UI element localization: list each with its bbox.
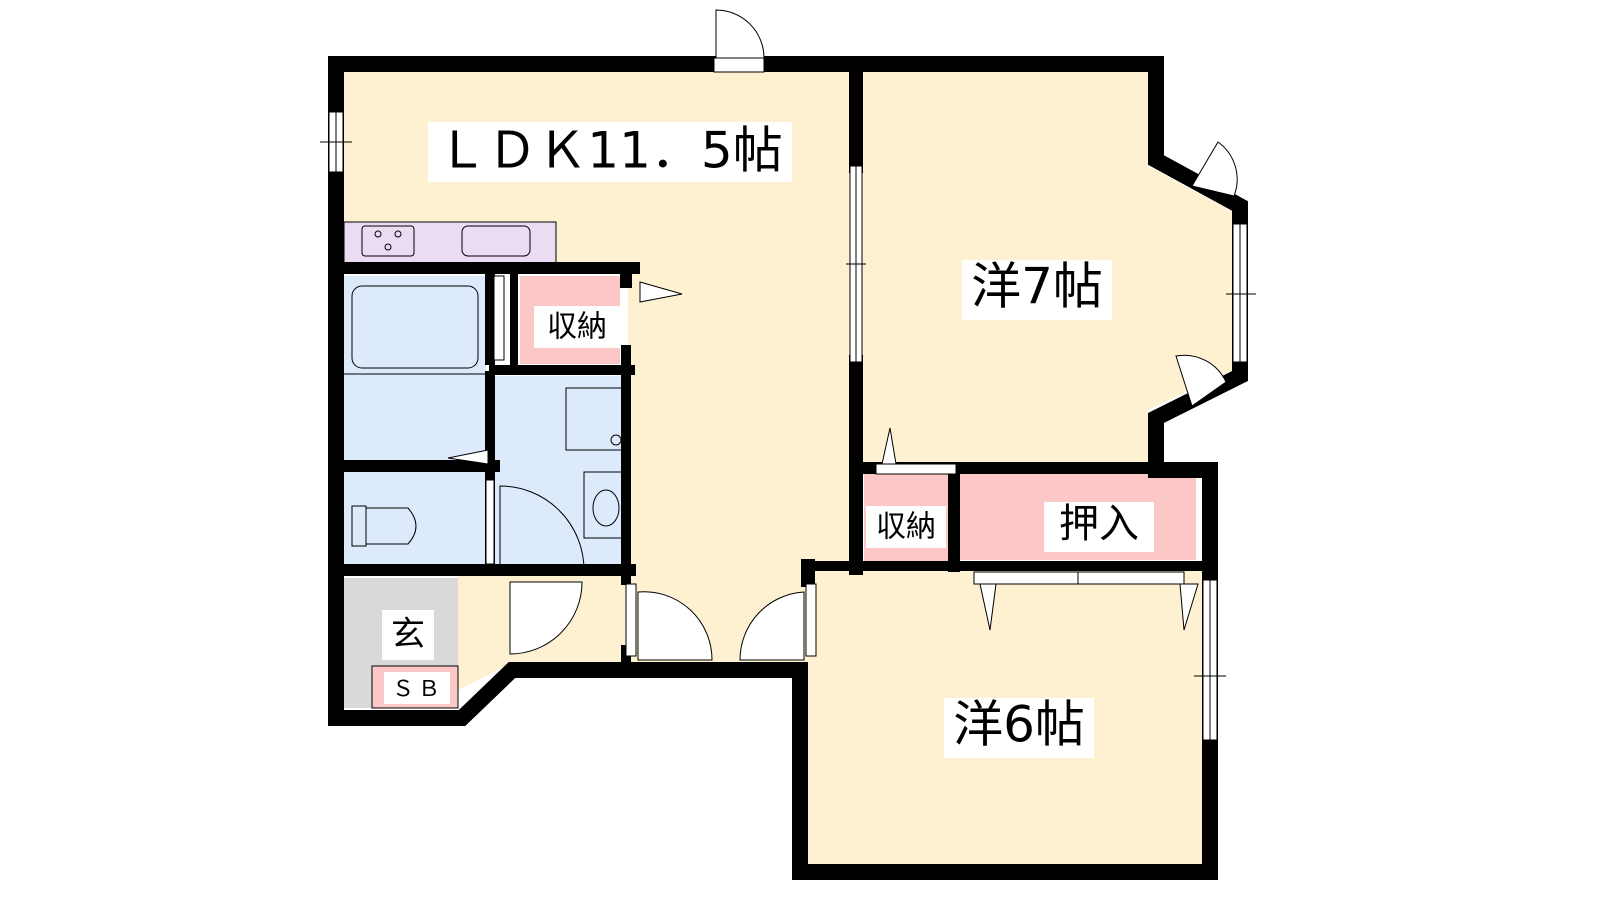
door-bay-lower bbox=[1175, 354, 1227, 407]
label-entrance: 玄 bbox=[391, 615, 425, 655]
label-backgrounds bbox=[382, 122, 1154, 758]
door-washroom bbox=[499, 485, 585, 571]
bathtub-icon bbox=[351, 285, 479, 369]
label-western-6: 洋6帖 bbox=[953, 696, 1085, 754]
kitchen-counter bbox=[343, 221, 557, 267]
door-ldk-hall bbox=[637, 591, 713, 661]
fixtures bbox=[344, 225, 627, 547]
ldk-floor bbox=[344, 72, 856, 664]
door-bay-upper bbox=[1191, 141, 1238, 197]
door-closet-right bbox=[1179, 583, 1199, 631]
door-closet-left bbox=[979, 583, 997, 631]
door-storage-1 bbox=[639, 281, 683, 303]
bathroom-floor bbox=[344, 276, 486, 464]
door-top bbox=[715, 9, 765, 59]
windows bbox=[320, 111, 1256, 741]
door-entrance-hall bbox=[509, 581, 583, 655]
washroom-floor bbox=[494, 376, 622, 566]
label-western-7: 洋7帖 bbox=[971, 258, 1103, 316]
door-bath bbox=[447, 449, 489, 465]
room-labels: ＬＤＫ11．5帖 洋7帖 洋6帖 玄 ＳＢ 収納 収納 押入 bbox=[391, 122, 1139, 754]
stove-icon bbox=[361, 225, 415, 257]
label-ldk: ＬＤＫ11．5帖 bbox=[437, 122, 782, 180]
doors bbox=[447, 9, 1238, 661]
label-shoe-box: ＳＢ bbox=[392, 677, 444, 702]
label-closet: 押入 bbox=[1059, 501, 1139, 547]
label-storage-2: 収納 bbox=[876, 510, 936, 545]
toilet-bowl-icon bbox=[365, 507, 417, 545]
door-storage-2 bbox=[881, 427, 897, 465]
kitchen-sink-icon bbox=[461, 225, 531, 257]
label-storage-1: 収納 bbox=[547, 310, 607, 345]
window-bath bbox=[493, 275, 505, 361]
door-ldk-west6 bbox=[739, 591, 805, 661]
